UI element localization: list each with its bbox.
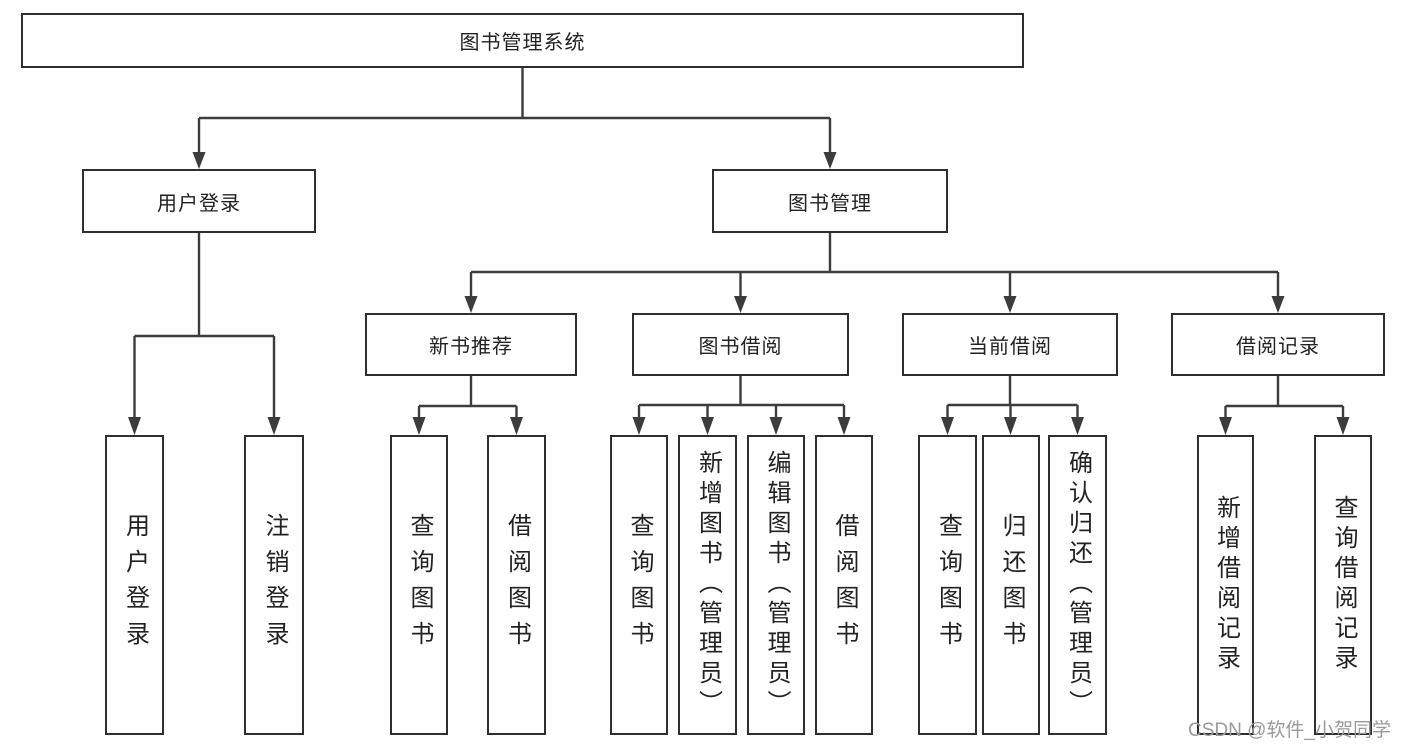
- leaf-user-login: 用户登录: [105, 435, 164, 735]
- arrow-head: [464, 296, 478, 313]
- leaf-label: 借阅图书: [503, 513, 531, 657]
- leaf-label: 查询图书: [626, 513, 653, 657]
- arrow-head: [823, 152, 837, 169]
- leaf-query-books-recommend: 查询图书: [390, 435, 448, 735]
- leaf-label: 借阅图书: [831, 513, 858, 657]
- arrow-head: [769, 417, 783, 435]
- arrow-head: [1336, 417, 1350, 435]
- arrow-head: [941, 417, 954, 435]
- leaf-logout: 注销登录: [244, 435, 304, 735]
- connector-user-login-to-leaves: [133, 233, 276, 419]
- arrow-head: [267, 417, 281, 435]
- connector-recommend-to-leaves: [417, 376, 518, 419]
- connector-current-to-leaves: [946, 376, 1079, 419]
- connector-records-to-leaves: [1224, 376, 1345, 419]
- leaf-label: 注销登录: [261, 513, 288, 657]
- node-current-borrow: 当前借阅: [902, 313, 1118, 376]
- leaf-label: 查询图书: [406, 513, 433, 657]
- leaf-add-borrow-record: 新增借阅记录: [1197, 435, 1254, 735]
- arrow-head: [837, 417, 851, 435]
- csdn-watermark: CSDN @软件_小贺同学: [1188, 720, 1391, 741]
- leaf-return-book: 归还图书: [982, 435, 1040, 735]
- arrow-head: [192, 152, 206, 169]
- arrow-head: [1004, 417, 1017, 435]
- arrow-head: [1071, 417, 1084, 435]
- node-new-book-recommend: 新书推荐: [365, 313, 577, 376]
- leaf-label: 编辑图书（管理员）: [763, 450, 790, 720]
- leaf-confirm-return-admin: 确认归还（管理员）: [1048, 435, 1107, 735]
- arrow-head: [412, 417, 426, 435]
- arrow-head: [1271, 296, 1285, 313]
- connector-root-to-level2: [197, 67, 832, 153]
- connector-book-mgmt-to-level3: [469, 233, 1280, 297]
- leaf-borrow-books-recommend: 借阅图书: [487, 435, 546, 735]
- leaf-label: 归还图书: [998, 513, 1025, 657]
- leaf-label: 查询借阅记录: [1330, 495, 1357, 675]
- node-root: 图书管理系统: [21, 13, 1024, 68]
- node-borrow-records: 借阅记录: [1171, 313, 1385, 376]
- leaf-query-borrow-record: 查询借阅记录: [1314, 435, 1372, 735]
- node-book-borrow: 图书借阅: [632, 313, 849, 376]
- leaf-label: 新增图书（管理员）: [694, 450, 722, 720]
- leaf-label: 新增借阅记录: [1212, 495, 1240, 675]
- leaf-label: 用户登录: [121, 513, 149, 657]
- node-user-login: 用户登录: [82, 169, 316, 233]
- arrow-head: [510, 417, 523, 435]
- leaf-query-books-current: 查询图书: [918, 435, 977, 735]
- leaf-edit-book-admin: 编辑图书（管理员）: [747, 435, 805, 735]
- node-book-management: 图书管理: [712, 169, 948, 233]
- arrow-head: [734, 296, 747, 313]
- leaf-label: 查询图书: [934, 513, 962, 657]
- leaf-borrow-books: 借阅图书: [815, 435, 873, 735]
- leaf-add-book-admin: 新增图书（管理员）: [678, 435, 737, 735]
- arrow-head: [701, 417, 714, 435]
- leaf-label: 确认归还（管理员）: [1064, 450, 1092, 720]
- leaf-query-books-borrow: 查询图书: [610, 435, 668, 735]
- arrow-head: [128, 417, 141, 435]
- arrow-head: [1003, 296, 1017, 313]
- arrow-head: [1219, 417, 1232, 435]
- connector-borrow-to-leaves: [637, 376, 846, 419]
- arrow-head: [632, 417, 646, 435]
